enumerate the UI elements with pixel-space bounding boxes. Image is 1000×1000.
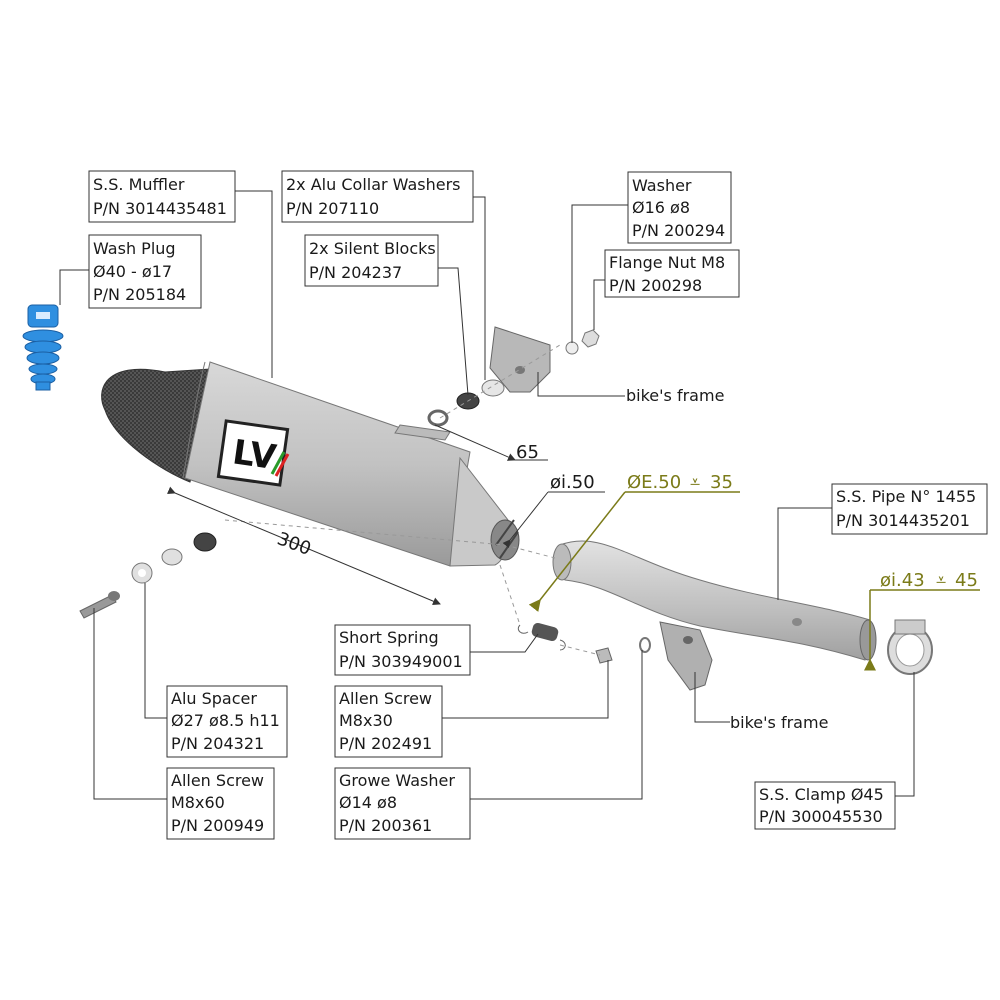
label-short-spring: Short Spring P/N 303949001 [334, 624, 471, 676]
top-bracket-part [427, 326, 600, 427]
label-allen-screw-m8x30-line3: P/N 202491 [339, 734, 432, 753]
frame-label-top: bike's frame [626, 386, 724, 405]
label-alu-spacer-line3: P/N 204321 [171, 734, 264, 753]
label-clamp-line1: S.S. Clamp Ø45 [759, 785, 884, 804]
label-silent-blocks-line2: P/N 204237 [309, 263, 402, 282]
bottom-bracket-part [659, 621, 713, 691]
label-wash-plug: Wash Plug Ø40 - ø17 P/N 205184 [88, 234, 202, 309]
label-alu-collar-washers-line1: 2x Alu Collar Washers [286, 175, 461, 194]
label-washer: Washer Ø16 ø8 P/N 200294 [627, 171, 732, 244]
label-alu-collar-washers-line2: P/N 207110 [286, 199, 379, 218]
label-growe-washer-line2: Ø14 ø8 [339, 793, 397, 812]
depth-symbol: ⩡ [690, 472, 700, 493]
label-flange-nut: Flange Nut M8 P/N 200298 [604, 249, 740, 298]
label-growe-washer: Growe Washer Ø14 ø8 P/N 200361 [334, 767, 471, 840]
dim-offset: 65 [434, 424, 548, 463]
pipe-part [552, 540, 877, 661]
label-silent-blocks: 2x Silent Blocks P/N 204237 [304, 234, 439, 287]
label-alu-spacer-line2: Ø27 ø8.5 h11 [171, 711, 280, 730]
label-allen-screw-m8x60-line3: P/N 200949 [171, 816, 264, 835]
dim-outer-pipe-text: ØE.50 [627, 472, 681, 493]
label-allen-screw-m8x30-line1: Allen Screw [339, 689, 432, 708]
dim-outer-pipe-depth: 35 [710, 472, 733, 493]
dim-inner-outlet-depth: 45 [955, 570, 978, 591]
dim-offset-text: 65 [516, 442, 539, 463]
label-allen-screw-m8x30-line2: M8x30 [339, 711, 393, 730]
label-wash-plug-line3: P/N 205184 [93, 285, 186, 304]
label-alu-spacer: Alu Spacer Ø27 ø8.5 h11 P/N 204321 [166, 685, 288, 758]
label-flange-nut-line1: Flange Nut M8 [609, 253, 725, 272]
label-pipe-line2: P/N 3014435201 [836, 511, 970, 530]
label-pipe: S.S. Pipe N° 1455 P/N 3014435201 [831, 483, 988, 535]
dim-inner-inlet: øi.50 [502, 472, 605, 548]
frame-label-bottom: bike's frame [730, 713, 828, 732]
lv-logo-frame [216, 419, 290, 487]
dim-inner-outlet: øi.43 ⩡ 45 [864, 570, 980, 671]
muffler-part: LV [101, 361, 520, 567]
clamp-part [887, 619, 933, 675]
label-washer-line3: P/N 200294 [632, 221, 725, 240]
label-silent-blocks-line1: 2x Silent Blocks [309, 239, 436, 258]
depth-symbol-2: ⩡ [936, 570, 946, 591]
label-alu-collar-washers: 2x Alu Collar Washers P/N 207110 [281, 170, 474, 223]
dim-outer-pipe: ØE.50 ⩡ 35 [528, 472, 740, 612]
label-washer-line2: Ø16 ø8 [632, 198, 690, 217]
label-allen-screw-m8x60-line2: M8x60 [171, 793, 225, 812]
label-alu-spacer-line1: Alu Spacer [171, 689, 257, 708]
label-clamp: S.S. Clamp Ø45 P/N 300045530 [754, 781, 896, 830]
label-muffler-line2: P/N 3014435481 [93, 199, 227, 218]
label-flange-nut-line2: P/N 200298 [609, 276, 702, 295]
dim-inner-outlet-text: øi.43 [880, 570, 925, 591]
label-short-spring-line2: P/N 303949001 [339, 652, 463, 671]
label-clamp-line2: P/N 300045530 [759, 807, 883, 826]
lv-logo-text: LV [230, 432, 279, 478]
dim-inner-inlet-text: øi.50 [550, 472, 595, 493]
label-allen-screw-m8x30: Allen Screw M8x30 P/N 202491 [334, 685, 443, 758]
label-growe-washer-line1: Growe Washer [339, 771, 455, 790]
dim-length-text: 300 [274, 528, 313, 559]
label-muffler-line1: S.S. Muffler [93, 175, 185, 194]
label-allen-screw-m8x60-line1: Allen Screw [171, 771, 264, 790]
label-muffler: S.S. Muffler P/N 3014435481 [88, 170, 236, 223]
label-allen-screw-m8x60: Allen Screw M8x60 P/N 200949 [166, 767, 275, 840]
label-growe-washer-line3: P/N 200361 [339, 816, 432, 835]
label-pipe-line1: S.S. Pipe N° 1455 [836, 487, 976, 506]
label-washer-line1: Washer [632, 176, 692, 195]
leader-lines [59, 190, 915, 800]
label-wash-plug-line2: Ø40 - ø17 [93, 262, 172, 281]
label-wash-plug-line1: Wash Plug [93, 239, 176, 258]
wash-plug-part [22, 304, 64, 391]
assembly-lines [224, 344, 601, 656]
label-short-spring-line1: Short Spring [339, 628, 439, 647]
